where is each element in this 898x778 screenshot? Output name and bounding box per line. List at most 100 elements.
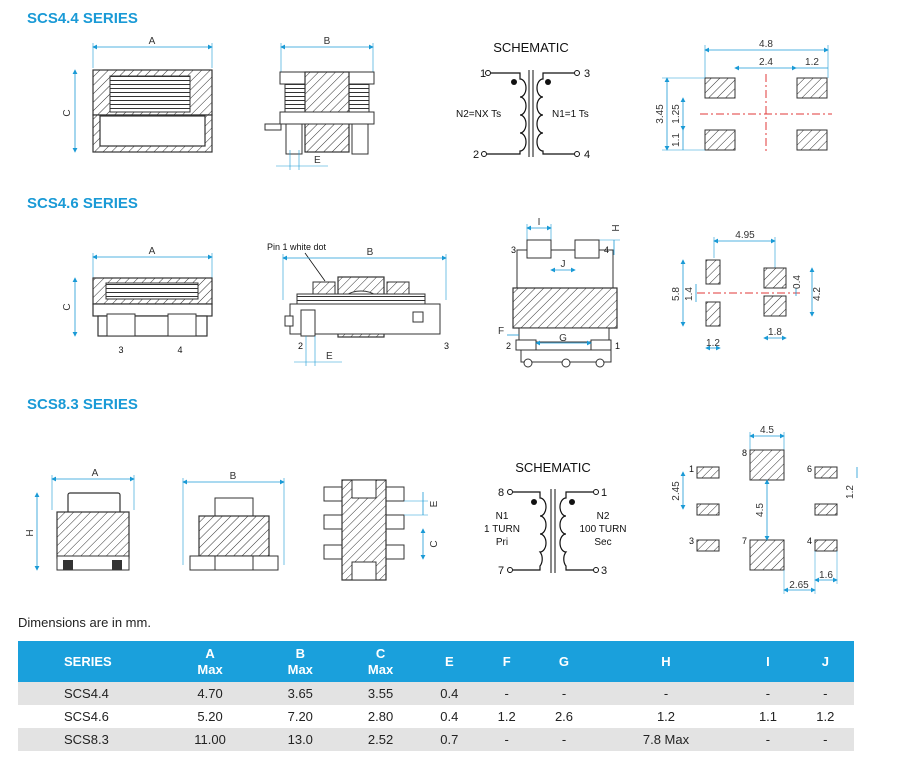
scs44-fp-345: 3.45 — [655, 104, 666, 124]
scs44-dim-e: E — [314, 155, 321, 166]
scs83-fp-pin-4: 4 — [807, 536, 812, 546]
header-i: I — [739, 641, 797, 682]
scs44-schematic-title: SCHEMATIC — [493, 40, 569, 55]
scs83-top-view: E C — [323, 479, 440, 581]
scs46-dim-e: E — [326, 351, 333, 362]
scs46-fp-04: 0.4 — [792, 275, 803, 289]
scs83-right-line-3: Sec — [594, 537, 611, 548]
scs44-fp-48: 4.8 — [759, 39, 773, 50]
scs46-dim-g: G — [559, 333, 567, 344]
scs44-side-view: B E — [264, 36, 375, 170]
scs46-front-pin-3: 3 — [118, 345, 123, 355]
cell: - — [592, 682, 740, 705]
scs46-front-view: A C 3 4 — [62, 246, 213, 355]
scs44-front-view: A C — [62, 36, 213, 153]
cell: 2.52 — [340, 728, 421, 751]
scs83-fp-12: 1.2 — [845, 485, 856, 499]
scs46-pin1-dot-label: Pin 1 white dot — [267, 242, 327, 252]
scs46-top-pin-2: 2 — [506, 341, 511, 351]
cell: - — [535, 728, 593, 751]
scs83-left-line-3: Pri — [496, 537, 508, 548]
cell: 2.6 — [554, 709, 574, 724]
scs46-top-pin-1: 1 — [615, 341, 620, 351]
cell: - — [796, 728, 854, 751]
units-note: Dimensions are in mm. — [18, 615, 151, 630]
scs83-fp-45a: 4.5 — [760, 425, 774, 436]
header-j: J — [796, 641, 854, 682]
scs44-title: SCS4.4 SERIES — [27, 10, 138, 27]
table-row: SCS4.6 5.20 7.20 2.80 0.4 1.2 2.6 1.2 1.… — [18, 705, 854, 728]
header-g: G — [535, 641, 593, 682]
scs83-schematic-title: SCHEMATIC — [515, 460, 591, 475]
cell: 3.65 — [260, 682, 341, 705]
scs46-fp-18: 1.8 — [768, 327, 782, 338]
scs46-fp-12: 1.2 — [706, 338, 720, 349]
cell-series: SCS4.6 — [64, 709, 109, 724]
scs44-dim-a: A — [149, 36, 156, 47]
cell-series: SCS4.4 — [18, 682, 160, 705]
scs83-pin-1: 1 — [601, 487, 607, 499]
cell-series: SCS8.3 — [18, 728, 160, 751]
scs44-fp-24: 2.4 — [759, 57, 773, 68]
scs44-right-winding: N1=1 Ts — [552, 109, 589, 120]
table-row: SCS4.4 4.70 3.65 3.55 0.4 - - - - - — [18, 682, 854, 705]
scs44-fp-125: 1.25 — [671, 104, 682, 124]
scs46-front-pin-4: 4 — [177, 345, 182, 355]
scs83-right-line-2: 100 TURN — [579, 524, 626, 535]
cell: 1.2 — [656, 709, 676, 724]
scs46-dim-a: A — [149, 246, 156, 257]
scs83-pin-7: 7 — [498, 565, 504, 577]
scs83-fp-pin-8: 8 — [742, 448, 747, 458]
cell: 4.70 — [160, 682, 261, 705]
cell: 1.2 — [497, 709, 516, 724]
scs83-left-line-2: 1 TURN — [484, 524, 520, 535]
scs44-fp-12: 1.2 — [805, 57, 819, 68]
scs83-fp-45b: 4.5 — [755, 503, 766, 517]
scs46-dim-f: F — [498, 326, 504, 337]
scs83-right-line-1: N2 — [597, 511, 610, 522]
scs44-pin-4: 4 — [584, 149, 590, 161]
scs44-schematic: SCHEMATIC 1 3 2 4 N2=NX Ts N1=1 Ts — [456, 40, 590, 161]
scs83-fp-265: 2.65 — [789, 580, 809, 591]
cell: 2.80 — [367, 709, 394, 724]
scs83-fp-16: 1.6 — [819, 570, 833, 581]
scs83-schematic: SCHEMATIC 8 1 7 3 N1 1 TURN Pri N2 100 T… — [484, 460, 627, 577]
scs44-dim-c: C — [62, 109, 73, 116]
scs83-fp-pin-6: 6 — [807, 464, 812, 474]
scs46-footprint: 4.95 5.8 1.4 0.4 4.2 1.8 1.2 — [671, 230, 823, 351]
cell: 0.4 — [420, 682, 478, 705]
header-h: H — [592, 641, 740, 682]
scs83-fp-pin-1: 1 — [689, 464, 694, 474]
scs83-fp-pin-3: 3 — [689, 536, 694, 546]
drawings-canvas: A C B E SCHEMATIC 1 3 2 4 — [25, 36, 858, 594]
scs83-pin-8: 8 — [498, 487, 504, 499]
cell: 5.20 — [197, 709, 223, 724]
scs83-fp-245: 2.45 — [671, 481, 682, 501]
scs83-front-view: A H — [25, 468, 135, 571]
header-e: E — [420, 641, 478, 682]
scs46-top-view: I H 3 4 J 2 1 F G — [498, 217, 622, 368]
cell: 0.4 — [440, 709, 459, 724]
scs83-dim-b: B — [230, 471, 237, 482]
scs83-dim-e: E — [429, 500, 440, 507]
cell: 13.0 — [260, 728, 341, 751]
scs46-dim-b: B — [367, 247, 374, 258]
header-series: SERIES — [18, 641, 160, 682]
cell: 1.2 — [816, 709, 835, 724]
table-row: SCS8.3 11.00 13.0 2.52 0.7 - - 7.8 Max -… — [18, 728, 854, 751]
scs83-pin-3: 3 — [601, 565, 607, 577]
scs46-title: SCS4.6 SERIES — [27, 195, 138, 212]
scs46-side-pin-2: 2 — [298, 341, 303, 351]
cell: 11.00 — [160, 728, 261, 751]
scs46-fp-495: 4.95 — [735, 230, 755, 241]
scs44-footprint: 4.8 2.4 1.2 3.45 1.25 1.1 — [655, 39, 832, 154]
cell: 7.20 — [287, 709, 313, 724]
scs46-side-pin-3: 3 — [444, 341, 449, 351]
scs83-dim-h: H — [25, 529, 36, 536]
scs44-fp-11: 1.1 — [671, 133, 682, 147]
scs44-pin-2: 2 — [473, 149, 479, 161]
